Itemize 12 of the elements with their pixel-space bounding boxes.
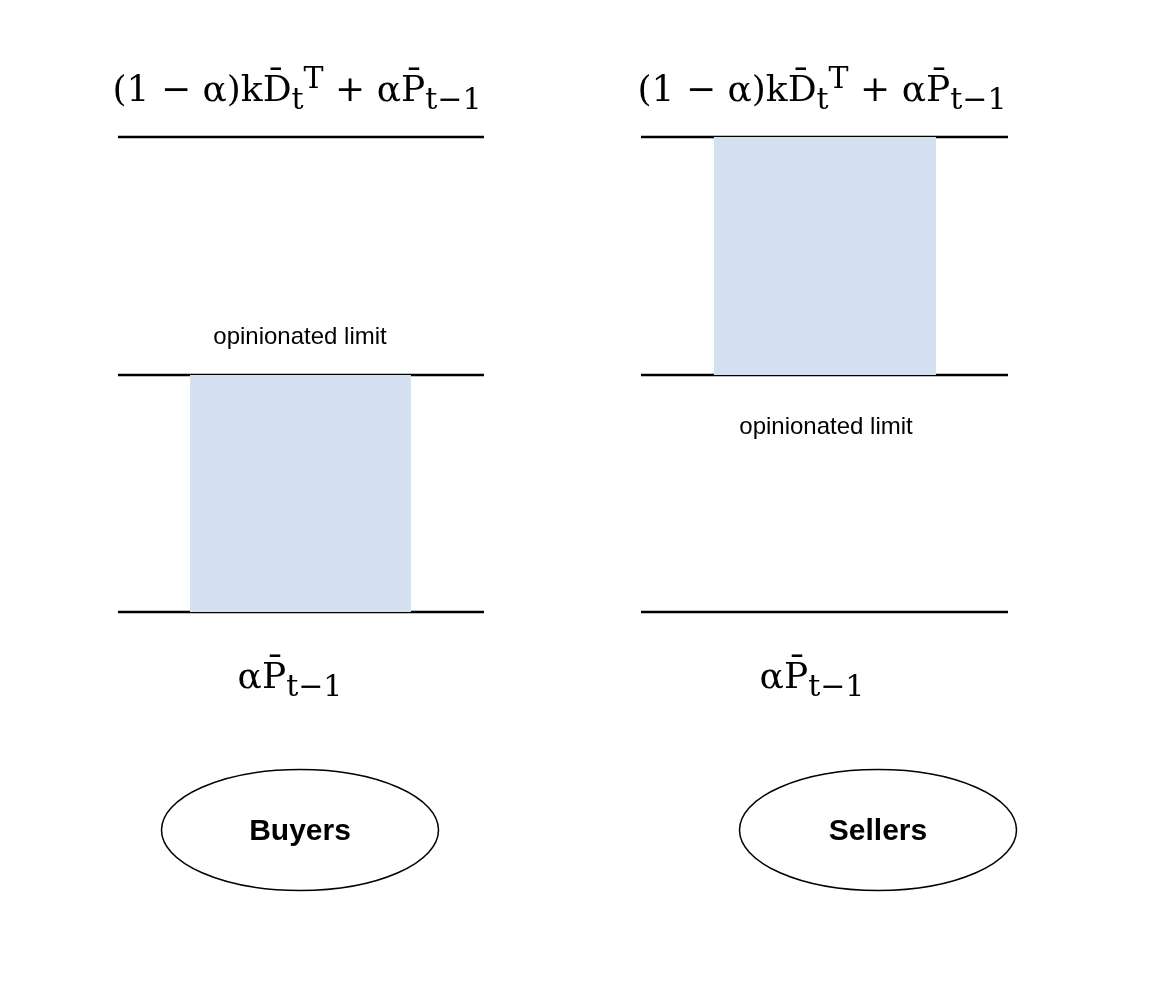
limit-label: opinionated limit — [739, 412, 913, 440]
formula: αP̄$_{t−1}$ — [759, 655, 865, 704]
node-label: Sellers — [828, 813, 928, 847]
shaded-range — [714, 137, 936, 375]
limit-label: opinionated limit — [213, 322, 387, 350]
ellipse-node — [160, 768, 440, 892]
ellipse-node — [738, 768, 1018, 892]
shaded-range — [190, 375, 411, 612]
node-label: Buyers — [249, 813, 351, 847]
formula: (1 − α)kD̄$_{t}$$^{T}$ + αP̄$_{t−1}$ — [112, 60, 482, 117]
formula: αP̄$_{t−1}$ — [237, 655, 343, 704]
formula: (1 − α)kD̄$_{t}$$^{T}$ + αP̄$_{t−1}$ — [637, 60, 1007, 117]
